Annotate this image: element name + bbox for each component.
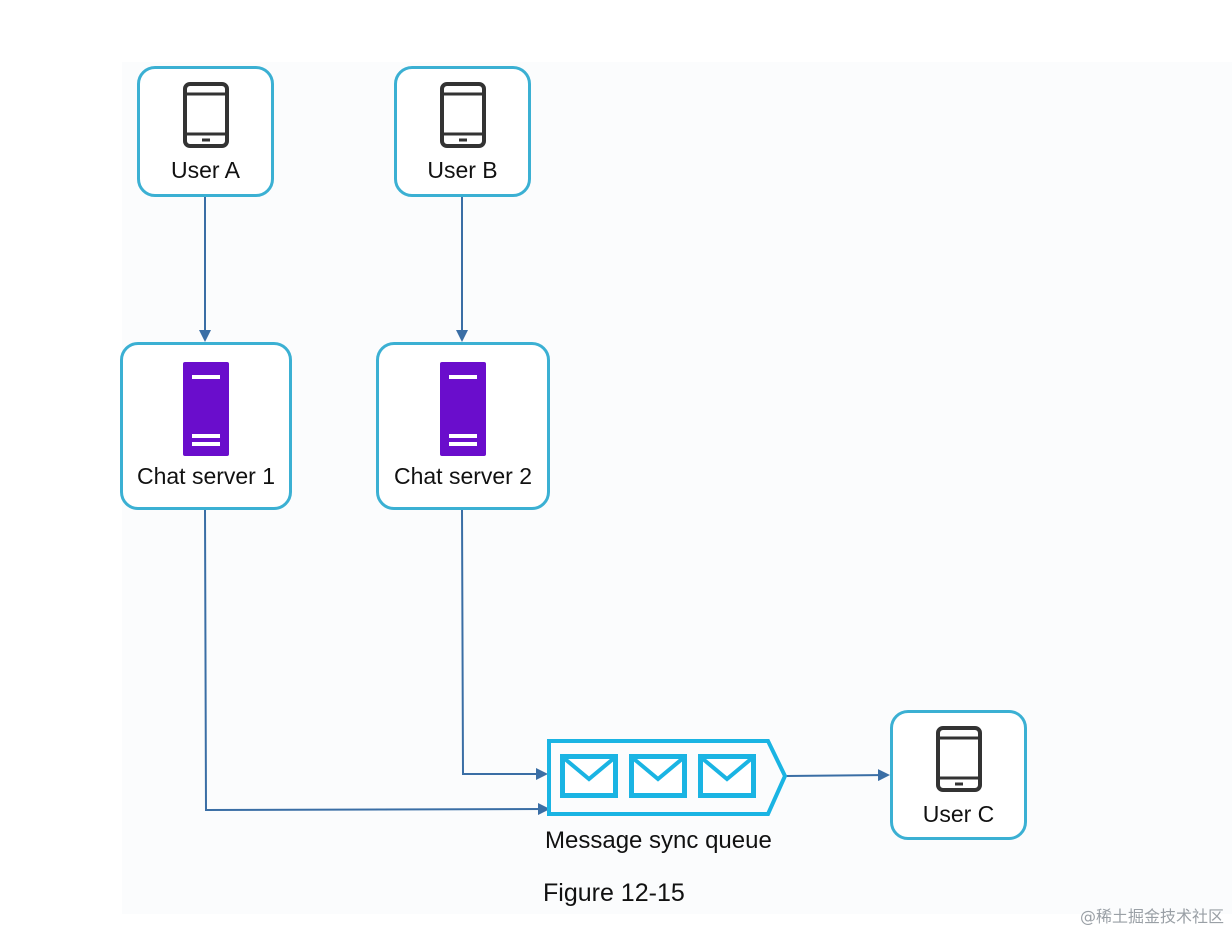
user-b-label: User B xyxy=(427,157,498,183)
server-icon xyxy=(183,362,229,456)
watermark: @稀土掘金技术社区 xyxy=(1079,907,1224,926)
chat-server-1-label: Chat server 1 xyxy=(136,463,276,489)
chat-server-2-label: Chat server 2 xyxy=(393,463,533,489)
edge-queue-to-user-c xyxy=(785,769,890,782)
message-sync-queue-label: Message sync queue xyxy=(545,827,772,854)
user-a-label: User A xyxy=(170,157,241,183)
mobile-phone-icon xyxy=(936,726,982,792)
chat-server-2-node: Chat server 2 xyxy=(376,342,550,510)
user-b-node: User B xyxy=(394,66,531,197)
edge-chat-server-2-to-queue xyxy=(461,509,548,780)
message-queue-icon xyxy=(547,739,788,816)
server-icon xyxy=(440,362,486,456)
figure-caption: Figure 12-15 xyxy=(543,879,685,907)
mobile-phone-icon xyxy=(440,82,486,148)
chat-server-1-node: Chat server 1 xyxy=(120,342,292,510)
mobile-phone-icon xyxy=(183,82,229,148)
message-sync-queue-node xyxy=(546,738,788,820)
user-c-node: User C xyxy=(890,710,1027,840)
user-a-node: User A xyxy=(137,66,274,197)
envelope-icon xyxy=(560,754,618,798)
user-c-label: User C xyxy=(922,801,995,827)
envelope-icon xyxy=(629,754,687,798)
envelope-icon xyxy=(698,754,756,798)
edge-chat-server-1-to-queue xyxy=(204,509,550,816)
